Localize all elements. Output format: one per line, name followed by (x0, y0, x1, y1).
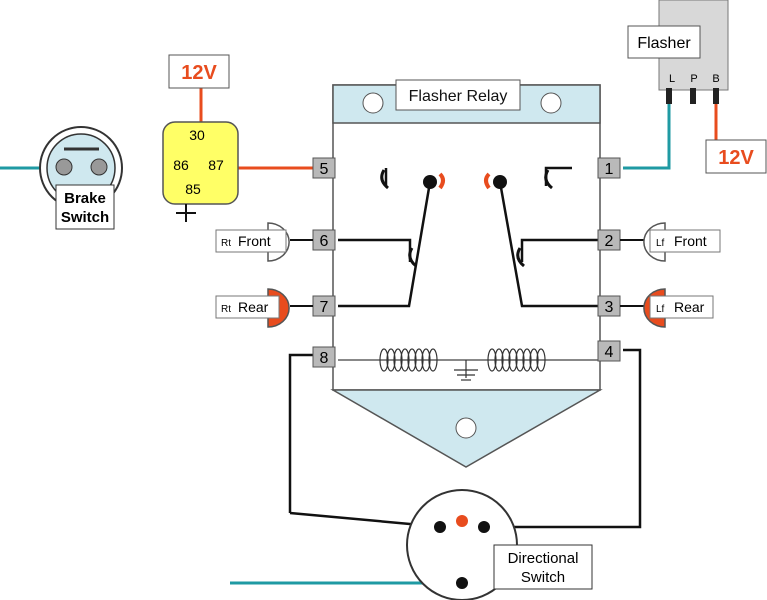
brake-label-line2: Switch (61, 209, 109, 226)
terminal-7-arm (338, 181, 432, 308)
lf-rear-prefix: Lf (656, 304, 665, 315)
flasher-l-wire (623, 88, 671, 170)
terminal-3-arm (498, 181, 598, 308)
flasher-pin-b: B (712, 73, 719, 85)
lf-front-label: Front (674, 233, 707, 249)
brake-label-line1: Brake (64, 190, 106, 207)
lf-rear-label: Rear (674, 299, 705, 315)
svg-text:8: 8 (320, 350, 329, 367)
left-armature-pivot (423, 175, 437, 189)
v12-top-box (168, 54, 230, 89)
directional-center-contact (456, 515, 468, 527)
terminal-3: 3 (597, 295, 621, 317)
directional-right-contact (478, 521, 490, 533)
flasher-pin-p: P (690, 73, 697, 85)
pin-85: 85 (185, 181, 201, 197)
directional-left-contact (434, 521, 446, 533)
directional-label-line2: Switch (521, 569, 565, 586)
mount-hole-left (362, 92, 384, 114)
terminal-8: 8 (312, 346, 336, 368)
directional-switch (406, 489, 518, 600)
flasher-relay-title: Flasher Relay (409, 88, 508, 105)
rt-rear-label: Rear (238, 299, 269, 315)
coil-right (487, 348, 546, 372)
terminal-5: 5 (312, 157, 336, 179)
flasher-relay-body (330, 84, 603, 468)
directional-label-line1: Directional (508, 550, 579, 567)
svg-text:1: 1 (605, 161, 614, 178)
rt-front-label: Front (238, 233, 271, 249)
svg-text:6: 6 (320, 233, 329, 250)
relay-ground-symbol (454, 360, 478, 381)
small-relay: 30 86 87 85 (162, 121, 239, 205)
flasher-relay-title-box (395, 79, 521, 111)
rt-front-prefix: Rt (221, 238, 231, 249)
svg-text:3: 3 (605, 299, 614, 316)
terminal-7: 7 (312, 295, 336, 317)
v12-top-label: 12V (181, 62, 217, 84)
svg-text:2: 2 (605, 233, 614, 250)
terminal-6: 6 (312, 229, 336, 251)
terminal-2: 2 (597, 229, 621, 251)
rt-rear-label-box (215, 295, 280, 319)
brake-label-box (55, 184, 115, 230)
terminal-1: 1 (597, 157, 621, 179)
small-relay-ground-icon (176, 204, 196, 222)
brake-terminal-left (55, 158, 73, 176)
flasher-title-box (627, 25, 701, 59)
v12-right-box (705, 139, 767, 174)
pin-30: 30 (189, 127, 205, 143)
rt-rear-prefix: Rt (221, 304, 231, 315)
contact-tips (380, 169, 553, 268)
red-contact-tips (438, 172, 491, 190)
svg-text:7: 7 (320, 299, 329, 316)
mount-hole-bottom (455, 417, 477, 439)
relay-terminals: 5 6 7 8 1 2 3 4 (312, 157, 621, 368)
lf-rear-label-box (649, 295, 714, 319)
mount-hole-right (540, 92, 562, 114)
directional-label-box (493, 544, 593, 590)
brake-terminal-right (90, 158, 108, 176)
pin-86: 86 (173, 157, 189, 173)
rt-front-label-box (215, 229, 287, 253)
svg-text:4: 4 (605, 344, 614, 361)
lf-front-prefix: Lf (656, 238, 665, 249)
terminal-8-loop-wire (288, 353, 313, 513)
flasher-title: Flasher (637, 35, 691, 52)
v12-right-label: 12V (718, 147, 754, 169)
terminal-2-wire (520, 238, 598, 262)
coil-left (379, 348, 438, 372)
lf-front-label-box (649, 229, 721, 253)
terminal-4-loop-wire (484, 348, 642, 529)
terminal-4: 4 (597, 340, 621, 362)
pin-87: 87 (208, 157, 224, 173)
right-armature-pivot (493, 175, 507, 189)
directional-input-contact (456, 577, 468, 589)
svg-text:5: 5 (320, 161, 329, 178)
flasher-pin-l: L (669, 73, 675, 85)
